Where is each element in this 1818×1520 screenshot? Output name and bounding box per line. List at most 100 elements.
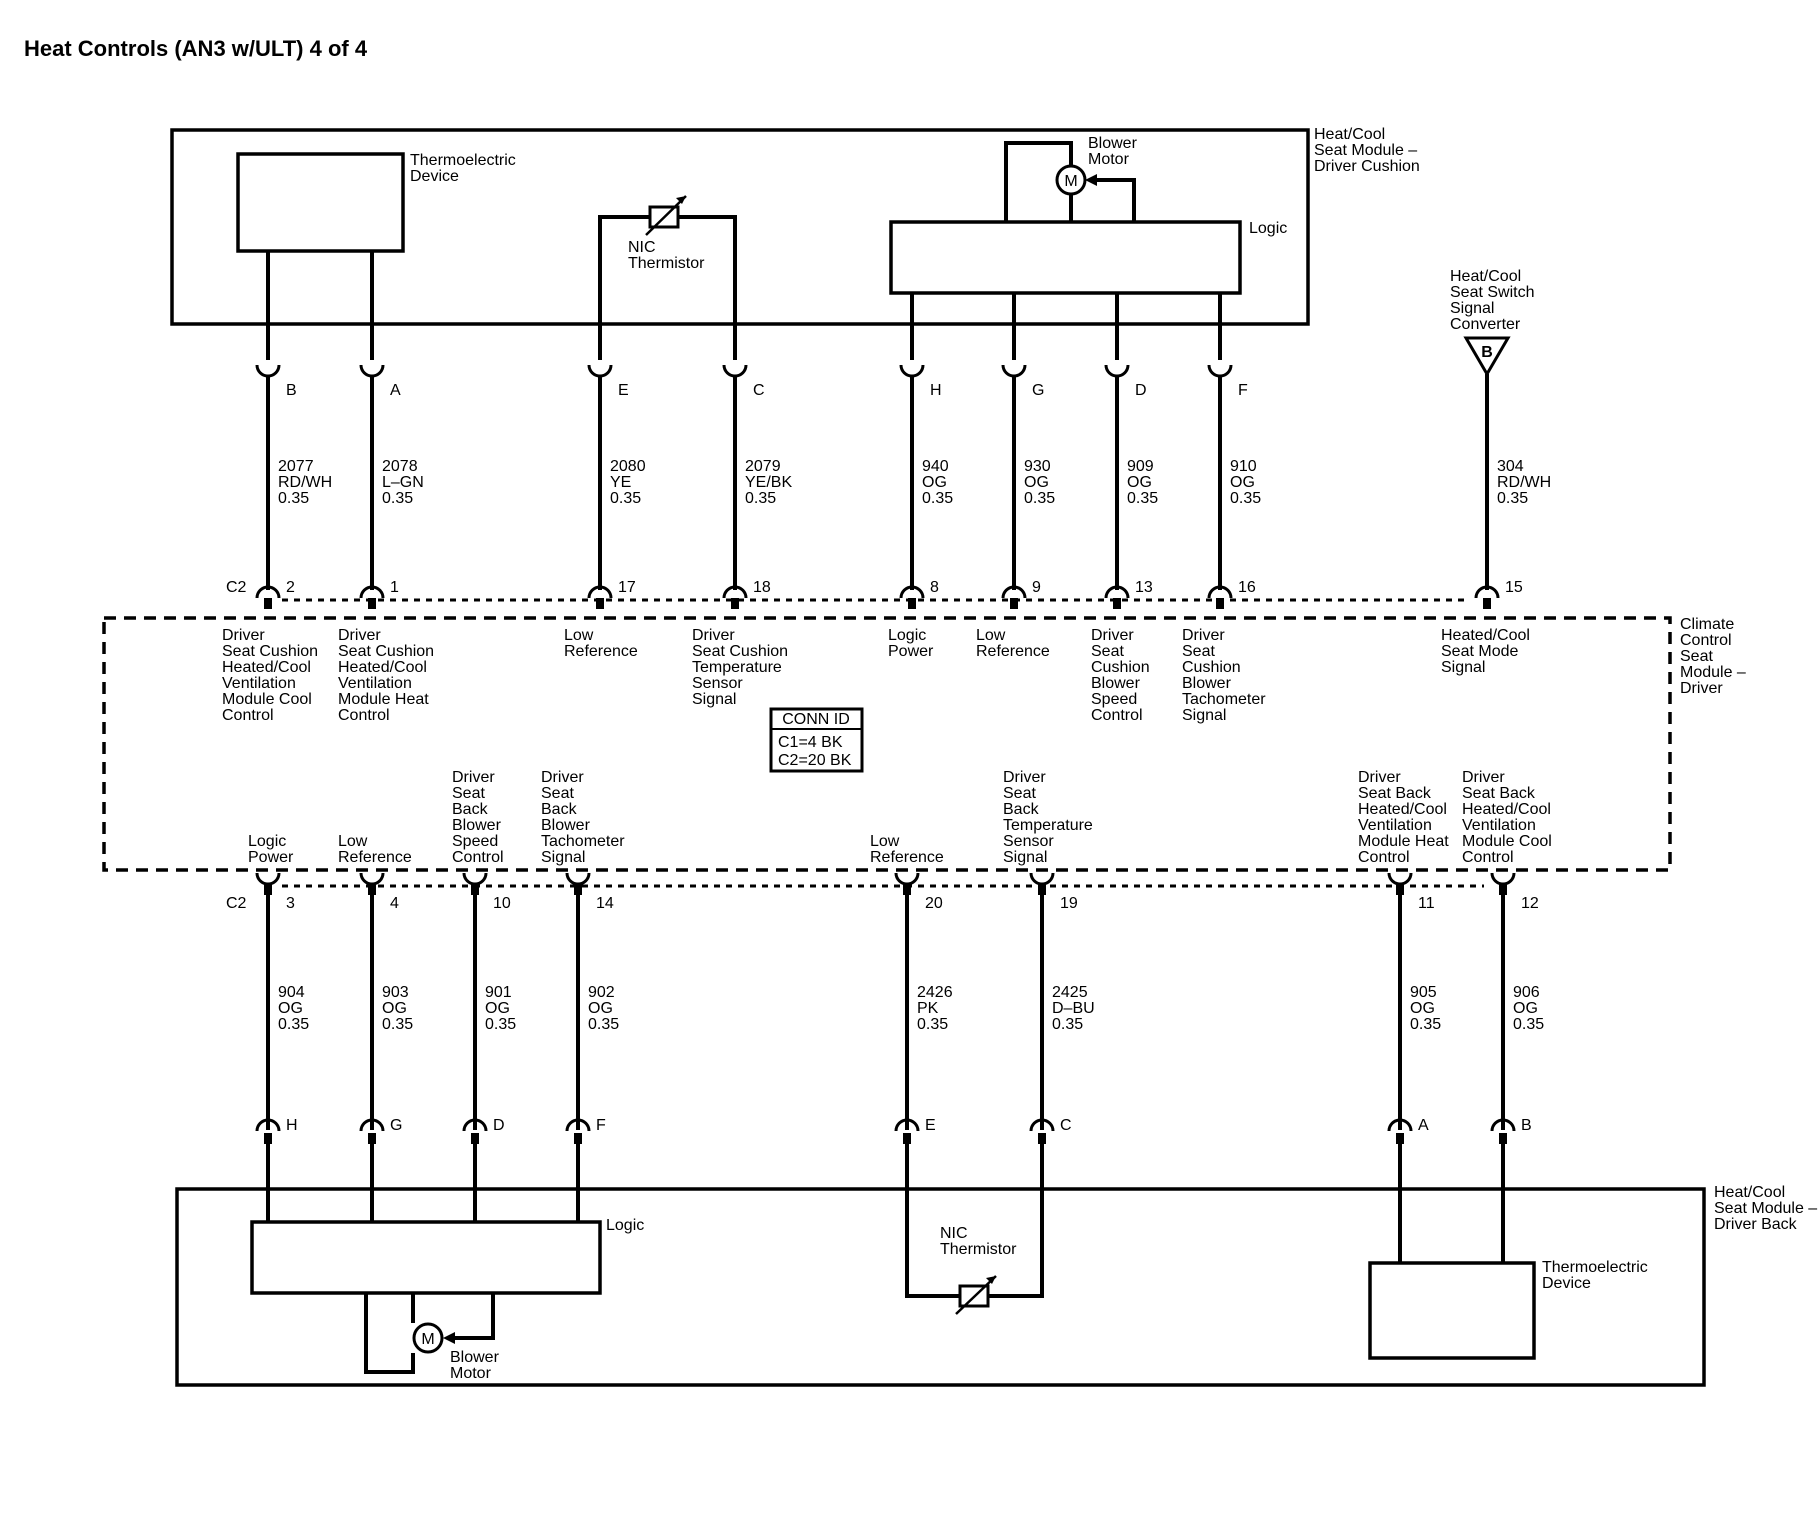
bottom-cavity-terminal	[894, 872, 920, 886]
bottom-cavity-pin	[1396, 884, 1404, 895]
top-cavity-number: 15	[1505, 579, 1523, 596]
bottom-cavity-pin	[1038, 884, 1046, 895]
bottom-cavity-terminal	[255, 872, 281, 886]
bottom-cavity-number: 4	[390, 895, 399, 912]
bottom-pin-terminal	[1029, 1118, 1055, 1132]
bottom-cavity-terminal	[1387, 872, 1413, 886]
top-pin-terminal	[359, 364, 385, 378]
bottom-cavity-number: 3	[286, 895, 295, 912]
bottom-pin-terminal	[255, 1118, 281, 1132]
top-pin-terminal	[587, 364, 613, 378]
top-cavity-terminal	[255, 585, 281, 599]
top-pin-letter: A	[390, 382, 401, 399]
bottom-thermoelectric-device	[1368, 1261, 1536, 1360]
top-blower-feedback	[1090, 178, 1136, 222]
top-cavity-terminal	[1207, 585, 1233, 599]
top-cavity-pin	[731, 598, 739, 609]
bottom-pin-letter: E	[925, 1117, 936, 1134]
climate-module-label: Climate Control Seat Module – Driver	[1680, 616, 1750, 697]
bottom-pin-letter: A	[1418, 1117, 1429, 1134]
top-cavity-terminal	[359, 585, 385, 599]
top-cavity-terminal	[1474, 585, 1500, 599]
top-cavity-terminal	[899, 585, 925, 599]
conn-id-box: CONN ID C1=4 BK C2=20 BK	[769, 707, 864, 773]
bottom-pin-terminal	[359, 1118, 385, 1132]
climate-control-module: Climate Control Seat Module – Driver CON…	[102, 598, 1750, 888]
top-thermistor-label: NIC Thermistor	[628, 239, 705, 272]
top-blower-label: Blower Motor	[1088, 135, 1141, 168]
switch-triangle-symbol	[1463, 336, 1511, 377]
top-pin-letter: B	[286, 382, 297, 399]
bottom-cavity-terminal	[565, 872, 591, 886]
bottom-cavity-terminal	[1029, 872, 1055, 886]
switch-label: Heat/Cool Seat Switch Signal Converter	[1450, 268, 1539, 333]
top-cavity-number: 8	[930, 579, 939, 596]
top-cavity-terminal	[1001, 585, 1027, 599]
bottom-pin-terminal	[1387, 1118, 1413, 1132]
bottom-cavity-pin	[1499, 884, 1507, 895]
top-cavity-terminal	[587, 585, 613, 599]
bottom-logic-label: Logic	[606, 1217, 644, 1234]
bottom-pin-letter: C	[1060, 1117, 1072, 1134]
bottom-pin-letter: F	[596, 1117, 606, 1134]
diagram-title: Heat Controls (AN3 w/ULT) 4 of 4	[24, 36, 368, 61]
top-pin-terminal	[255, 364, 281, 378]
top-cavity-terminal	[1104, 585, 1130, 599]
bottom-blower-motor-symbol	[412, 1322, 444, 1354]
top-cavity-pin	[1483, 598, 1491, 609]
top-pin-letter: D	[1135, 382, 1147, 399]
bottom-pin-body	[471, 1133, 479, 1144]
switch-symbol-letter: B	[1481, 344, 1493, 361]
top-logic-block	[889, 220, 1242, 295]
top-connector-id: C2	[226, 579, 247, 596]
bottom-cavity-number: 20	[925, 895, 943, 912]
bottom-pin-terminal	[462, 1118, 488, 1132]
top-cavity-pin	[264, 598, 272, 609]
bottom-blower-label: Blower Motor	[450, 1349, 503, 1382]
bottom-pin-body	[1396, 1133, 1404, 1144]
top-cavity-number: 13	[1135, 579, 1153, 596]
top-thermoelectric-label: Thermoelectric Device	[410, 152, 520, 185]
bottom-module: Heat/Cool Seat Module – Driver Back Logi…	[175, 1184, 1817, 1387]
top-pin-letter: G	[1032, 382, 1044, 399]
top-cavity-number: 1	[390, 579, 399, 596]
top-blower-lead	[1004, 141, 1073, 222]
top-pin-terminal	[722, 364, 748, 378]
top-pin-letter: E	[618, 382, 629, 399]
bottom-pin-body	[368, 1133, 376, 1144]
bottom-pin-letter: B	[1521, 1117, 1532, 1134]
bottom-pin-body	[264, 1133, 272, 1144]
bottom-cavity-number: 12	[1521, 895, 1539, 912]
bottom-module-outline	[175, 1187, 1706, 1387]
bottom-cavity-terminal	[462, 872, 488, 886]
top-cavity-terminal	[722, 585, 748, 599]
bottom-cavity-number: 10	[493, 895, 511, 912]
top-cavity-number: 17	[618, 579, 636, 596]
top-cavity-pin	[368, 598, 376, 609]
climate-module-outline	[102, 616, 1672, 872]
